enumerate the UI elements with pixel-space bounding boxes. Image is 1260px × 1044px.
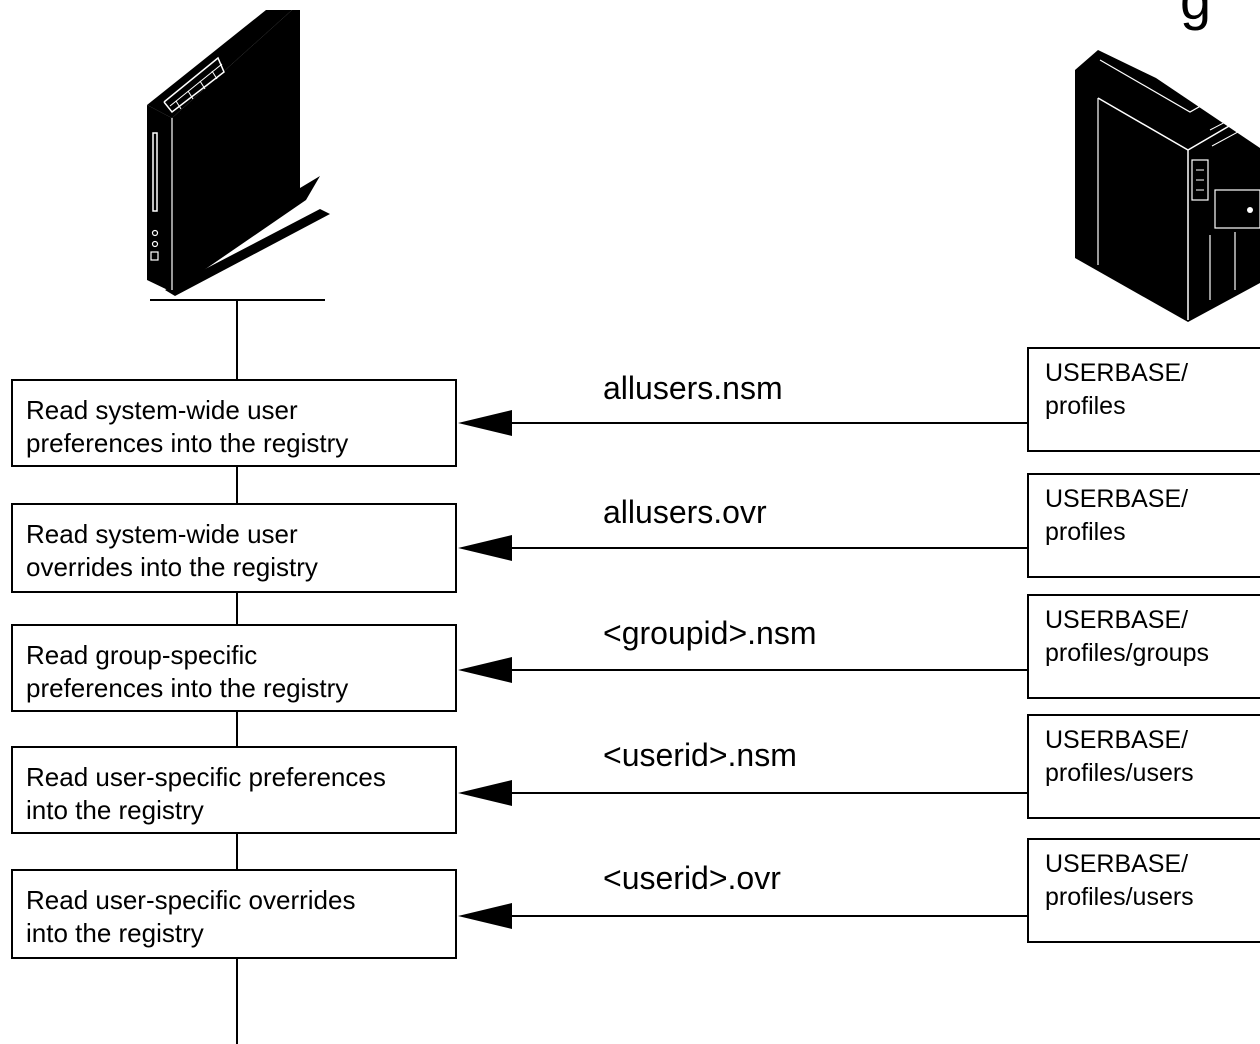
arrow-1	[458, 410, 1030, 436]
file-label-2: allusers.ovr	[603, 494, 767, 530]
network-station-icon	[147, 10, 330, 296]
file-label-5: <userid>.ovr	[603, 860, 781, 896]
step-box-5: Read user-specific overrides into the re…	[11, 869, 457, 959]
step-2-text: Read system-wide user overrides into the…	[26, 519, 318, 582]
source-2-text: USERBASE/ profiles	[1045, 485, 1189, 546]
step-box-2: Read system-wide user overrides into the…	[11, 503, 457, 593]
step-box-4: Read user-specific preferences into the …	[11, 746, 457, 834]
source-box-5: USERBASE/ profiles/users	[1027, 838, 1260, 943]
source-5-text: USERBASE/ profiles/users	[1045, 850, 1194, 911]
file-label-4: <userid>.nsm	[603, 737, 797, 773]
source-3-text: USERBASE/ profiles/groups	[1045, 606, 1209, 667]
file-label-3: <groupid>.nsm	[603, 615, 817, 651]
server-tower-icon	[1075, 50, 1260, 322]
arrow-4	[458, 780, 1030, 806]
arrow-5	[458, 903, 1030, 929]
source-box-3: USERBASE/ profiles/groups	[1027, 594, 1260, 699]
arrow-2	[458, 535, 1030, 561]
source-1-text: USERBASE/ profiles	[1045, 359, 1189, 420]
step-5-text: Read user-specific overrides into the re…	[26, 885, 356, 948]
corner-text: g	[1180, 0, 1211, 32]
step-3-text: Read group-specific preferences into the…	[26, 640, 349, 703]
source-4-text: USERBASE/ profiles/users	[1045, 726, 1194, 787]
step-box-1: Read system-wide user preferences into t…	[11, 379, 457, 467]
arrow-3	[458, 657, 1030, 683]
file-label-1: allusers.nsm	[603, 370, 783, 406]
step-1-text: Read system-wide user preferences into t…	[26, 395, 349, 458]
step-4-text: Read user-specific preferences into the …	[26, 762, 386, 825]
source-box-2: USERBASE/ profiles	[1027, 473, 1260, 578]
step-box-3: Read group-specific preferences into the…	[11, 624, 457, 712]
source-box-1: USERBASE/ profiles	[1027, 347, 1260, 452]
source-box-4: USERBASE/ profiles/users	[1027, 714, 1260, 819]
